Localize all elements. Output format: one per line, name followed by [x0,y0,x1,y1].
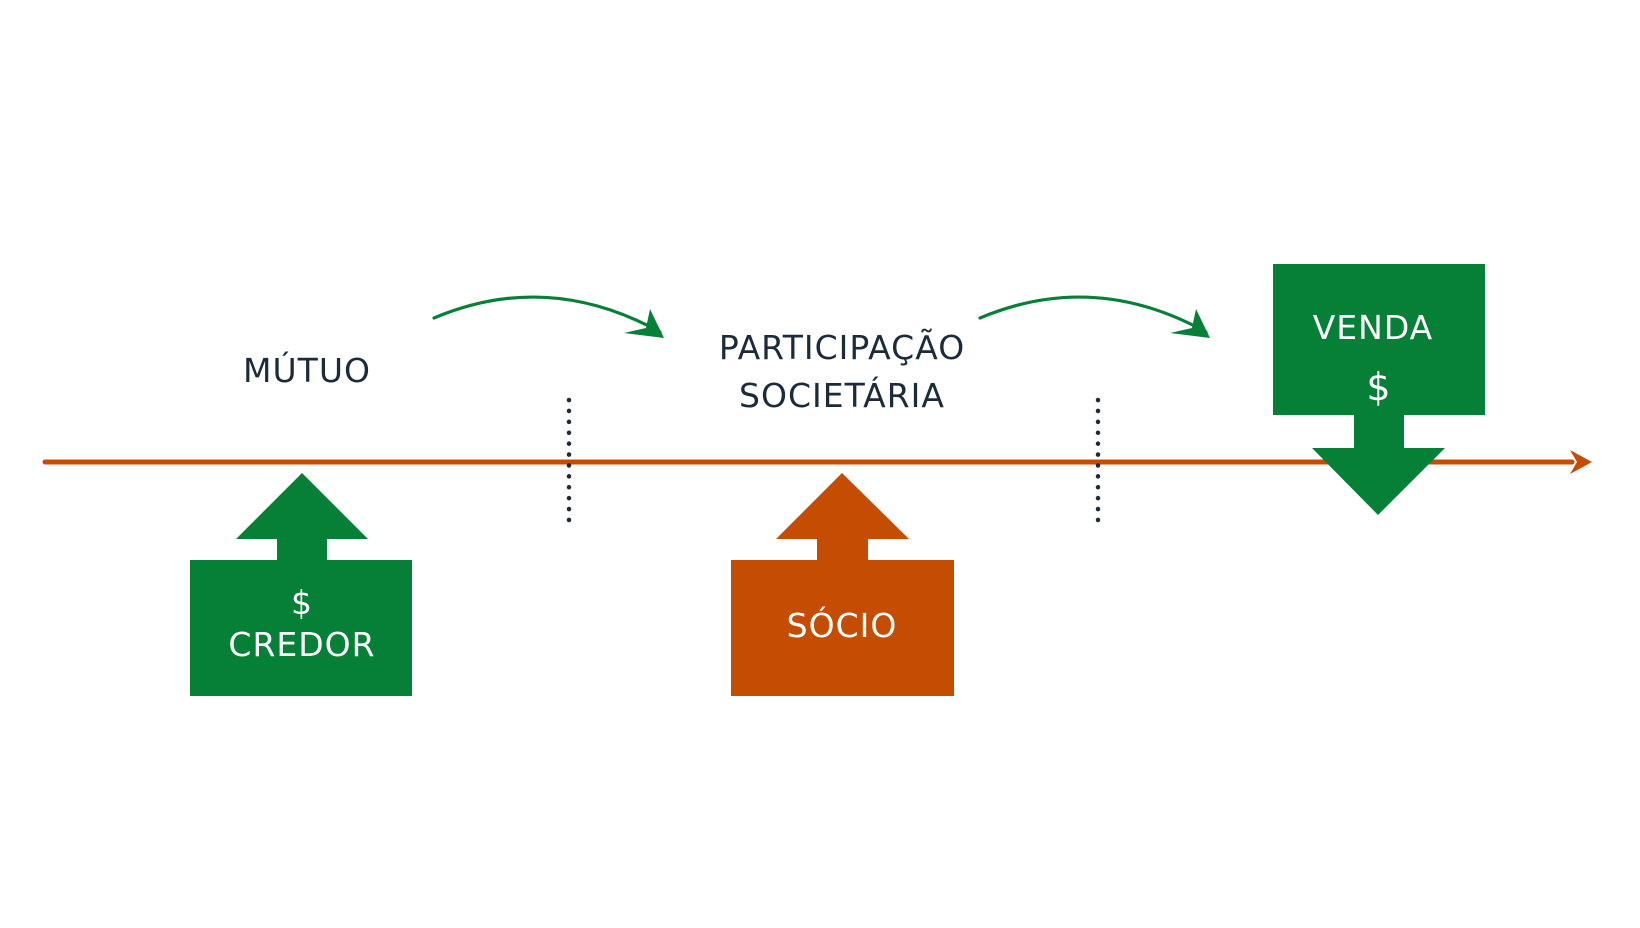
venda-label: VENDA [1313,308,1434,347]
venda-arrow-box: VENDA $ [1273,264,1485,515]
stage-label-participacao-line2: SOCIETÁRIA [739,375,945,415]
socio-arrow-box: SÓCIO [731,473,954,696]
transition-arrow-1 [432,295,664,338]
timeline-arrowhead [1570,450,1592,474]
credor-arrow-box: $ CREDOR [190,473,412,696]
venda-symbol: $ [1366,365,1391,409]
socio-label: SÓCIO [787,605,898,645]
stage-label-participacao-line1: PARTICIPAÇÃO [719,328,965,367]
timeline-axis [42,450,1592,474]
transition-arrow-2 [978,295,1210,338]
socio-arrow-shape [731,473,954,696]
credor-symbol: $ [291,583,313,622]
credor-label: CREDOR [228,625,375,664]
stage-label-mutuo: MÚTUO [243,350,371,390]
venda-arrow-shape [1273,264,1485,515]
credor-arrow-shape [190,473,412,696]
